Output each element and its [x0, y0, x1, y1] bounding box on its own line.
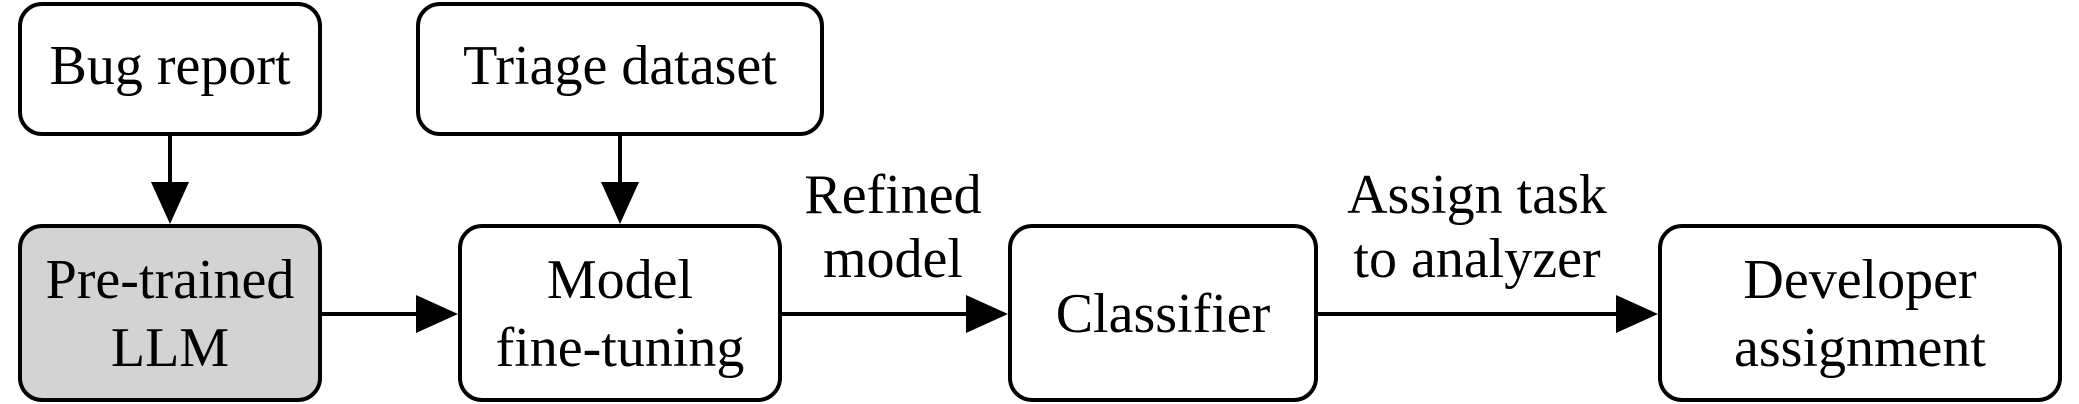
- node-model-finetuning-label-2: fine-tuning: [496, 317, 745, 379]
- node-model-finetuning-label-1: Model: [547, 249, 693, 311]
- edge-label-assign-task: Assign task to analyzer: [1347, 164, 1607, 290]
- arrow-finetuning-to-classifier: [780, 295, 1008, 333]
- node-pretrained-llm-label-2: LLM: [111, 317, 229, 379]
- node-classifier: Classifier: [1008, 224, 1318, 402]
- node-developer-assignment-label-1: Developer: [1743, 249, 1977, 311]
- node-classifier-label-1: Classifier: [1056, 283, 1271, 345]
- arrow-triage-dataset-to-finetuning: [601, 134, 639, 224]
- edge-label-refined-model-line-2: model: [823, 228, 963, 290]
- node-developer-assignment-label-2: assignment: [1734, 317, 1986, 379]
- arrow-bug-report-to-llm: [151, 134, 189, 224]
- edge-label-refined-model-line-1: Refined: [804, 164, 981, 226]
- node-developer-assignment: Developer assignment: [1658, 224, 2062, 402]
- edge-label-refined-model: Refined model: [804, 164, 981, 290]
- arrow-classifier-to-developer: [1316, 295, 1658, 333]
- edge-label-assign-task-line-1: Assign task: [1347, 164, 1607, 226]
- node-pretrained-llm-label-1: Pre-trained: [46, 249, 295, 311]
- node-bug-report: Bug report: [18, 2, 322, 136]
- node-pretrained-llm: Pre-trained LLM: [18, 224, 322, 402]
- node-triage-dataset-label-1: Triage dataset: [463, 35, 777, 97]
- node-bug-report-label-1: Bug report: [49, 35, 291, 97]
- arrow-llm-to-finetuning: [320, 295, 458, 333]
- node-model-finetuning: Model fine-tuning: [458, 224, 782, 402]
- node-triage-dataset: Triage dataset: [416, 2, 824, 136]
- edge-label-assign-task-line-2: to analyzer: [1353, 228, 1601, 290]
